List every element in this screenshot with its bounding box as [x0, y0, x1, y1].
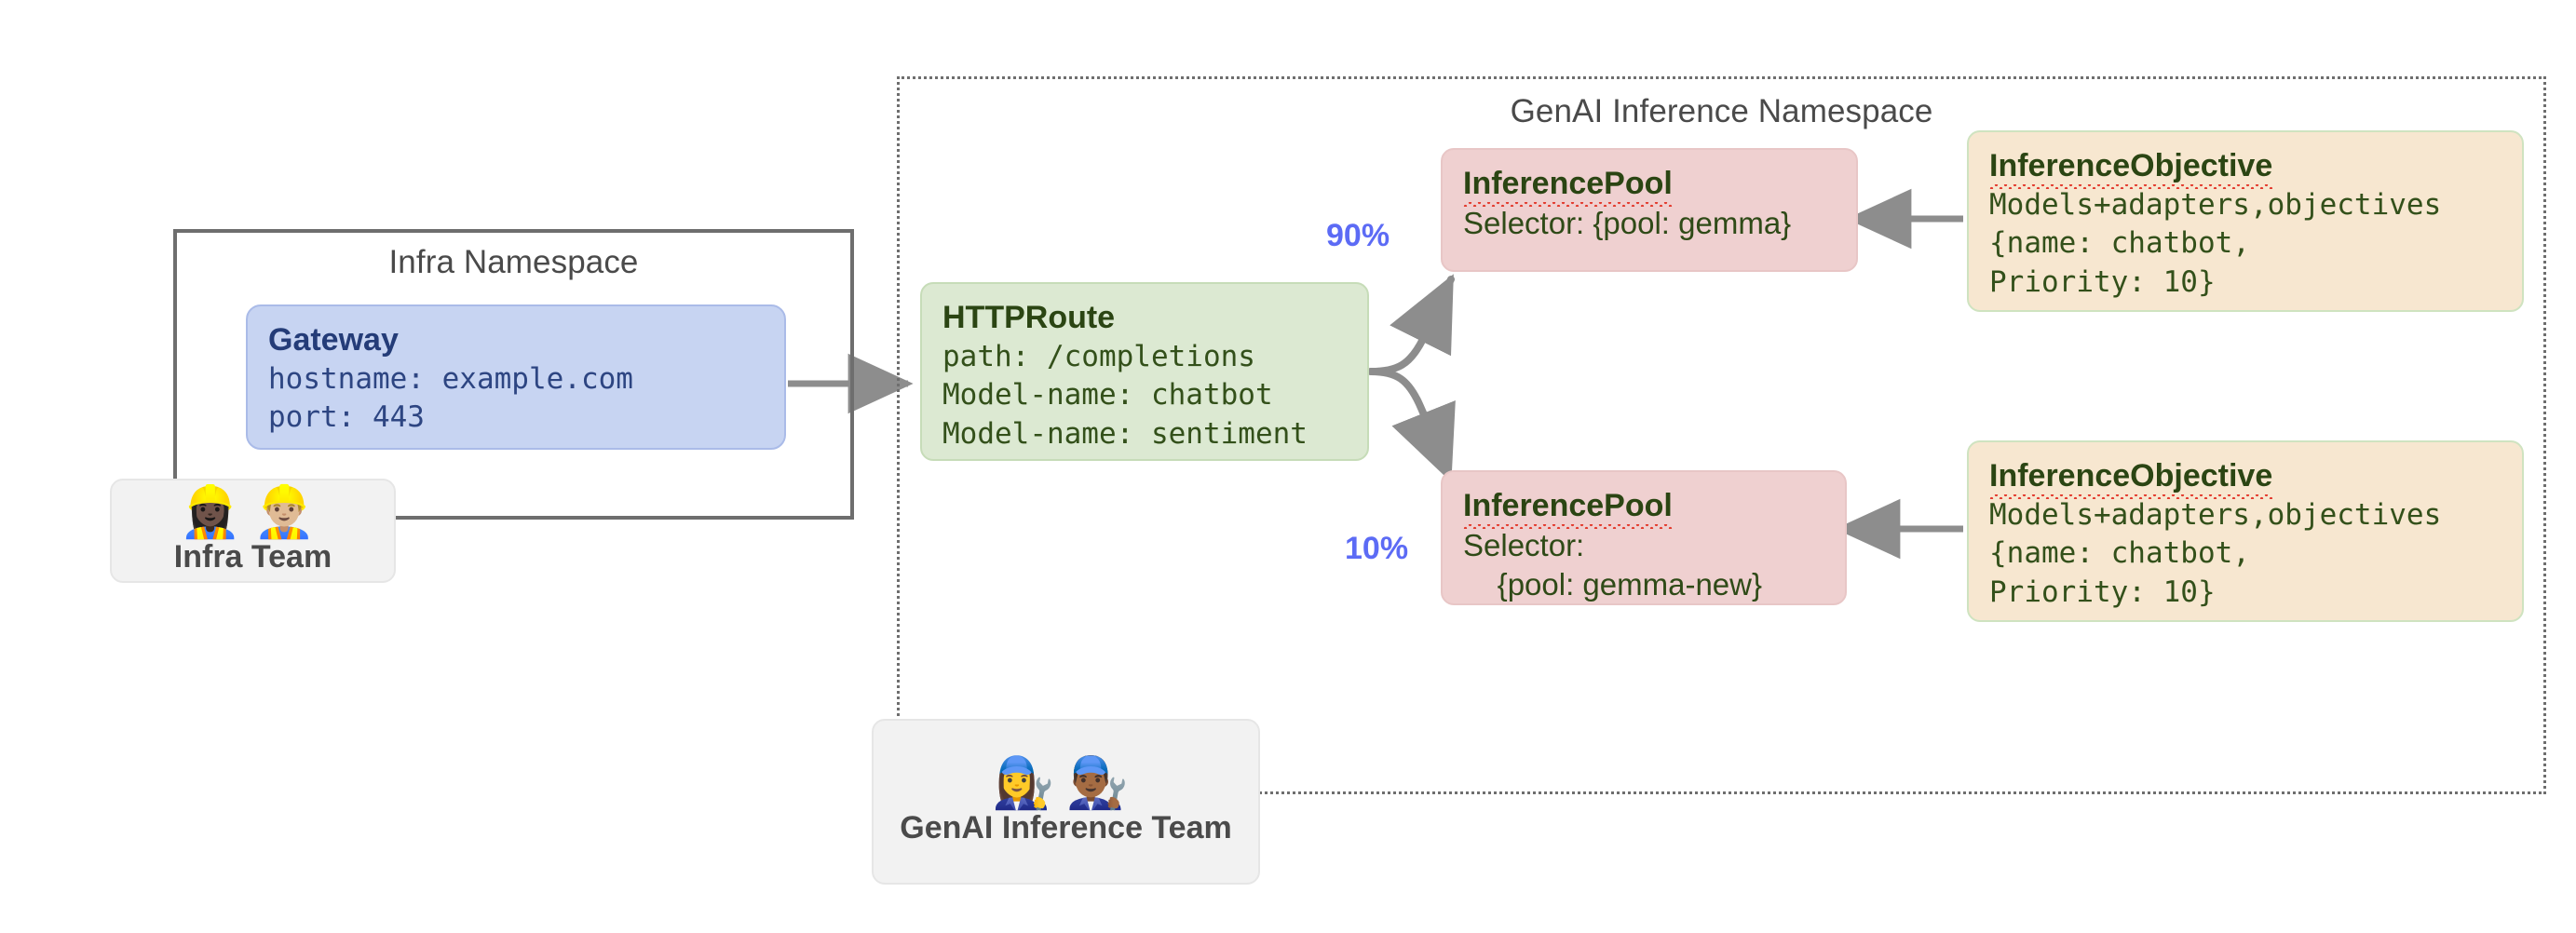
inference-objective-models-line-1: Models+adapters,objectives — [1989, 188, 2442, 223]
gateway-kind-label: Gateway — [268, 322, 399, 358]
inference-pool-selector-line-2a: Selector: — [1463, 528, 1585, 563]
inference-objective-name-line-2: {name: chatbot, — [1989, 536, 2250, 571]
inference-pool-card-2[interactable]: InferencePool Selector: {pool: gemma-new… — [1441, 470, 1847, 605]
inference-objective-kind-label-1: InferenceObjective — [1989, 145, 2501, 190]
genai-inference-team-chip[interactable]: 👩‍🔧👨🏾‍🔧 GenAI Inference Team — [872, 719, 1260, 885]
gateway-card[interactable]: Gateway hostname: example.com port: 443 — [246, 304, 786, 450]
spellcheck-squiggle-icon: InferenceObjective — [1989, 455, 2273, 500]
httproute-card[interactable]: HTTPRoute path: /completions Model-name:… — [920, 282, 1369, 461]
genai-namespace-boundary — [897, 76, 2546, 794]
genai-inference-team-label: GenAI Inference Team — [900, 809, 1232, 845]
inference-pool-kind-label-1: InferencePool — [1463, 163, 1836, 208]
spellcheck-squiggle-icon: InferenceObjective — [1989, 145, 2273, 190]
httproute-model-name-chatbot-line: Model-name: chatbot — [942, 378, 1273, 412]
inference-objective-card-2[interactable]: InferenceObjective Models+adapters,objec… — [1967, 440, 2524, 622]
inference-objective-models-line-2: Models+adapters,objectives — [1989, 498, 2442, 533]
traffic-split-label-90: 90% — [1326, 218, 1390, 253]
traffic-split-label-10: 10% — [1345, 531, 1409, 566]
genai-namespace-label: GenAI Inference Namespace — [1510, 93, 1933, 129]
infra-team-chip[interactable]: 👷🏿‍♀️👷🏼‍♂️ Infra Team — [110, 479, 396, 583]
httproute-path-line: path: /completions — [942, 340, 1255, 374]
inference-pool-selector-line-1: Selector: {pool: gemma} — [1463, 206, 1792, 241]
inference-objective-kind-label-2: InferenceObjective — [1989, 455, 2501, 500]
inference-objective-priority-line-1: Priority: 10} — [1989, 264, 2216, 299]
genai-inference-team-avatars-icon: 👩‍🔧👨🏾‍🔧 — [992, 754, 1140, 811]
infra-namespace-boundary — [173, 229, 854, 520]
infra-team-label: Infra Team — [173, 538, 332, 575]
inference-objective-priority-line-2: Priority: 10} — [1989, 575, 2216, 609]
infra-team-avatars-icon: 👷🏿‍♀️👷🏼‍♂️ — [179, 483, 327, 540]
inference-pool-kind-label-2: InferencePool — [1463, 485, 1824, 530]
gateway-port-line: port: 443 — [268, 400, 425, 435]
inference-objective-card-1[interactable]: InferenceObjective Models+adapters,objec… — [1967, 130, 2524, 312]
httproute-model-name-sentiment-line: Model-name: sentiment — [942, 416, 1308, 451]
gateway-hostname-line: hostname: example.com — [268, 362, 633, 397]
httproute-kind-label: HTTPRoute — [942, 300, 1116, 335]
spellcheck-squiggle-icon: InferencePool — [1463, 163, 1673, 208]
infra-namespace-label: Infra Namespace — [388, 244, 639, 280]
inference-pool-card-1[interactable]: InferencePool Selector: {pool: gemma} — [1441, 148, 1858, 272]
spellcheck-squiggle-icon: InferencePool — [1463, 485, 1673, 530]
inference-objective-name-line-1: {name: chatbot, — [1989, 226, 2250, 261]
inference-pool-selector-line-2b: {pool: gemma-new} — [1463, 567, 1763, 602]
